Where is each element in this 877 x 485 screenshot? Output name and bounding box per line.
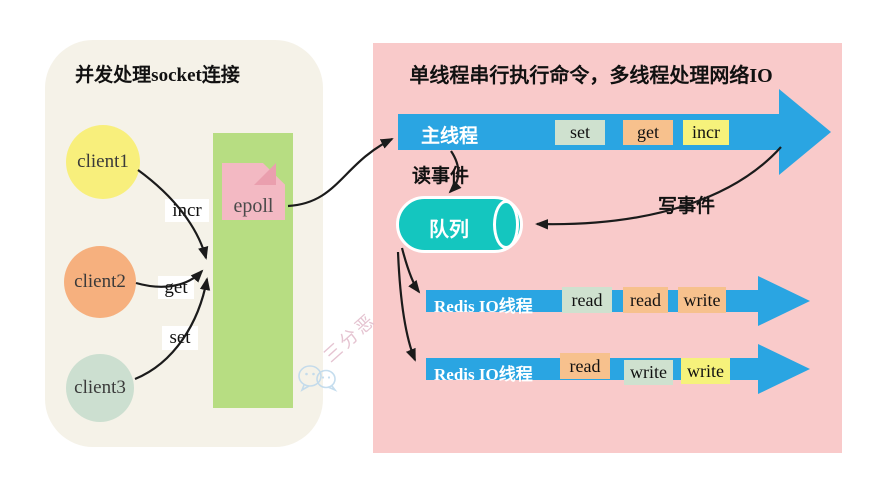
queue-label: 队列 [429,219,469,241]
io2-box-write-2: write [681,358,730,384]
client-label: client2 [74,271,126,292]
read-event-label: 读事件 [412,166,470,187]
left-panel-title: 并发处理socket连接 [75,65,240,86]
command-box-incr: incr [683,120,729,145]
command-label-set: set [162,326,198,350]
io2-box-read: read [560,353,610,379]
main-thread-label: 主线程 [421,126,479,147]
client-node-1: client1 [66,125,140,199]
write-event-label: 写事件 [658,196,716,217]
io-thread-arrow-2-head-icon [758,344,810,394]
io-thread-label-1: Redis IO线程 [434,297,533,316]
client-label: client3 [74,377,126,398]
command-box-set: set [555,120,605,145]
io1-box-read-1: read [562,287,612,313]
command-box-get: get [623,120,673,145]
client-label: client1 [77,151,129,172]
document-fold-icon [254,163,276,185]
io1-box-write: write [678,287,726,313]
epoll-panel: epoll [213,133,293,408]
io-thread-label-2: Redis IO线程 [434,365,533,384]
io1-box-read-2: read [623,287,668,313]
cylinder-cap-icon [493,200,519,249]
command-label-incr: incr [165,199,209,222]
client-node-3: client3 [66,354,134,422]
command-label-get: get [158,276,194,299]
epoll-label: epoll [233,195,274,217]
right-panel-title: 单线程串行执行命令，多线程处理网络IO [409,65,773,87]
main-thread-arrow-head-icon [779,89,831,175]
io2-box-write-1: write [624,360,673,385]
io-thread-arrow-1-head-icon [758,276,810,326]
queue-cylinder: 队列 [396,196,523,253]
client-node-2: client2 [64,246,136,318]
wechat-bubbles-icon [298,365,338,392]
watermark-text: 三分恶 [319,309,381,367]
